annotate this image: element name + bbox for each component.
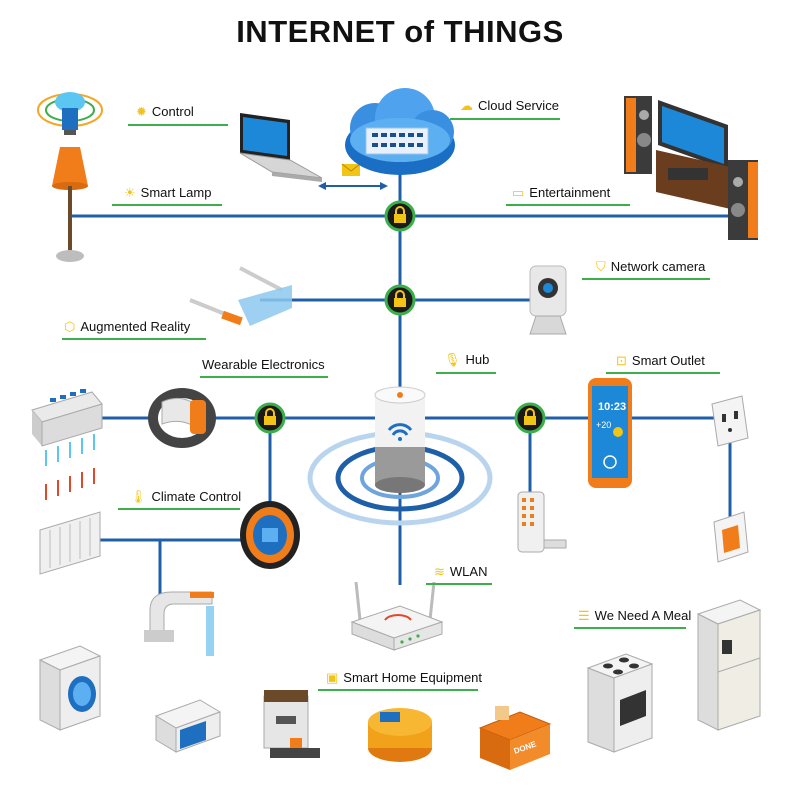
label-smart-home-equipment: ▣ Smart Home Equipment: [326, 670, 483, 685]
label-control: ✹ Control: [136, 104, 194, 119]
label-wearable-electronics: Wearable Electronics: [202, 357, 325, 372]
label-network-camera: ⛉ Network camera: [596, 259, 706, 274]
sun-icon: ☀: [124, 185, 136, 200]
coffee-machine-icon: [263, 690, 320, 758]
refrigerator-icon: [696, 599, 762, 731]
cool-air-arrows: [45, 434, 95, 466]
toaster-icon: DONE: [478, 706, 552, 770]
cloud-service-icon: [345, 88, 455, 175]
cube-icon: ⬡: [64, 319, 76, 334]
label-underline: [436, 372, 496, 374]
ar-glasses-icon: [189, 266, 292, 326]
microphone-icon: 🎙︎: [444, 352, 461, 367]
label-wlan: ≋ WLAN: [434, 564, 488, 579]
label-underline: [426, 583, 492, 585]
label-underline: [118, 508, 240, 510]
thermometer-icon: 🌡︎: [130, 489, 147, 504]
label-underline: [62, 338, 206, 340]
radiator-icon: [39, 511, 101, 575]
light-switch-icon: [713, 511, 749, 563]
appliance-icon: ▣: [326, 670, 339, 685]
laptop-icon: [239, 113, 323, 182]
label-underline: [128, 124, 228, 126]
wifi-router-icon: [350, 581, 444, 651]
phone-time: 10:23: [598, 401, 626, 413]
hub-speaker-icon: [307, 386, 493, 526]
label-climate-control: 🌡︎ Climate Control: [130, 489, 242, 504]
lock-node: [384, 200, 416, 232]
label-underline: [450, 118, 560, 120]
floor-lamp-icon: [52, 147, 88, 262]
smart-band-icon: [148, 388, 216, 448]
label-smart-outlet: ⊡ Smart Outlet: [616, 353, 705, 368]
label-augmented-reality: ⬡ Augmented Reality: [64, 319, 191, 334]
smart-door-lock-icon: [517, 491, 567, 553]
warm-air-arrows: [45, 468, 95, 500]
gear-icon: ✹: [136, 104, 147, 119]
label-underline: [506, 204, 630, 206]
home-theater-icon: [624, 96, 758, 240]
washing-machine-icon: [38, 645, 102, 731]
mail-transfer: [318, 163, 388, 190]
microwave-icon: [154, 699, 222, 753]
smart-cooker-icon: [368, 708, 432, 762]
label-cloud-service: ☁ Cloud Service: [460, 98, 559, 113]
lock-node: [514, 402, 546, 434]
wifi-icon: ≋: [434, 564, 445, 579]
network-switch-icon: [31, 389, 103, 447]
label-hub: 🎙︎ Hub: [444, 352, 490, 367]
label-we-need-a-meal: ☰ We Need A Meal: [578, 608, 692, 623]
lock-node: [254, 402, 286, 434]
network-camera-icon: [529, 265, 567, 335]
thermostat-icon: [240, 501, 300, 569]
burger-icon: ☰: [578, 608, 590, 623]
lock-node: [384, 284, 416, 316]
cloud-icon: ☁: [460, 98, 473, 113]
label-smart-lamp: ☀ Smart Lamp: [124, 185, 212, 200]
label-underline: [582, 278, 710, 280]
label-underline: [606, 372, 720, 374]
smart-outlet-icon: [711, 395, 749, 447]
outlet-icon: ⊡: [616, 353, 627, 368]
label-underline: [318, 689, 478, 691]
label-underline: [112, 204, 222, 206]
label-underline: [200, 376, 328, 378]
label-underline: [574, 627, 686, 629]
stove-icon: [586, 653, 654, 753]
smart-bulb-icon: [37, 92, 103, 135]
monitor-icon: ▭: [512, 185, 525, 200]
label-entertainment: ▭ Entertainment: [512, 185, 611, 200]
smart-faucet-icon: [144, 591, 214, 656]
phone-temp: +20: [596, 420, 611, 430]
smartphone-icon: 10:23 +20: [588, 378, 632, 488]
shield-icon: ⛉: [596, 259, 606, 274]
diagram-title: INTERNET of THINGS: [236, 14, 564, 49]
